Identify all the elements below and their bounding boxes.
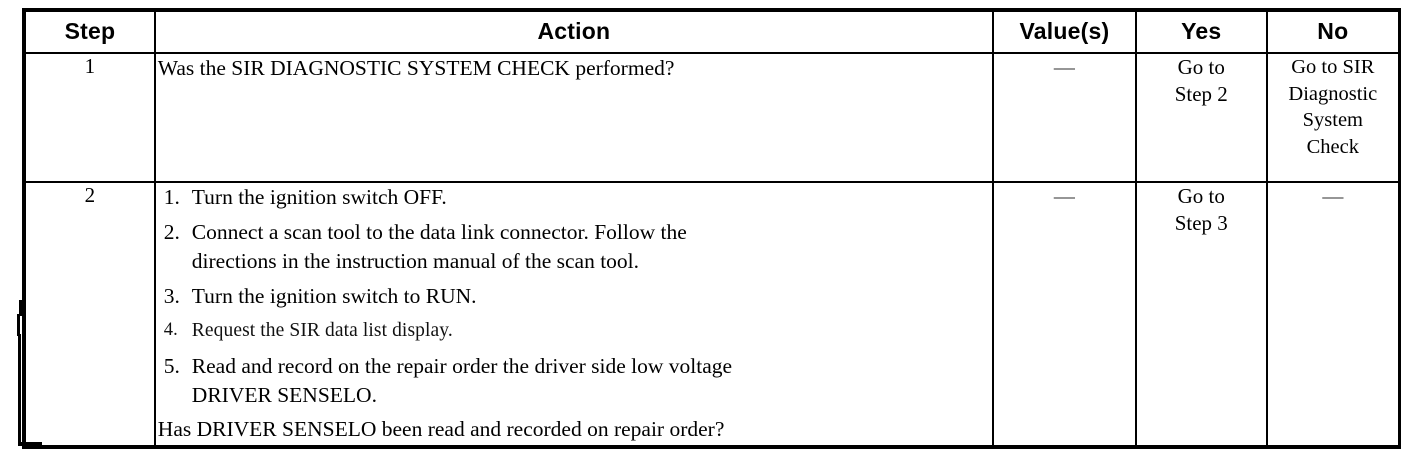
action-step-item: 4. Request the SIR data list display. <box>156 318 992 344</box>
action-step-item: 1. Turn the ignition switch OFF. <box>156 183 992 211</box>
action-step-item: 3. Turn the ignition switch to RUN. <box>156 282 992 310</box>
action-step-number: 2. <box>163 220 180 245</box>
value-dash: — <box>1053 184 1075 208</box>
action-step-number: 5. <box>163 354 180 379</box>
action-step-list: 1. Turn the ignition switch OFF. 2. Conn… <box>156 183 992 409</box>
table-header-row: Step Action Value(s) Yes No <box>22 8 1401 54</box>
action-question: Has DRIVER SENSELO been read and recorde… <box>157 416 725 441</box>
action-step-item: 2. Connect a scan tool to the data link … <box>156 218 992 275</box>
action-step-text: Request the SIR data list display. <box>191 319 453 341</box>
no-dash: — <box>1322 184 1344 208</box>
value-cell: — <box>991 52 1137 183</box>
action-step-number: 1. <box>163 185 180 209</box>
value-dash: — <box>1053 55 1075 79</box>
action-step-text-continued: directions in the instruction manual of … <box>191 248 640 273</box>
action-question: Was the SIR DIAGNOSTIC SYSTEM CHECK perf… <box>157 56 675 80</box>
column-header-step: Step <box>22 8 156 54</box>
action-step-number: 4. <box>163 319 178 340</box>
action-step-text: Read and record on the repair order the … <box>191 354 733 379</box>
action-step-text: Connect a scan tool to the data link con… <box>191 220 687 245</box>
action-step-text: Turn the ignition switch OFF. <box>191 185 447 209</box>
value-cell: — <box>991 181 1137 449</box>
column-header-no: No <box>1265 8 1401 54</box>
step-number-cell: 2 <box>22 181 156 449</box>
action-step-item: 5. Read and record on the repair order t… <box>156 352 992 409</box>
action-cell: 1. Turn the ignition switch OFF. 2. Conn… <box>153 181 994 449</box>
no-cell: — <box>1265 181 1401 449</box>
column-header-value: Value(s) <box>991 8 1137 54</box>
action-step-text: Turn the ignition switch to RUN. <box>191 284 477 309</box>
action-step-number: 3. <box>163 284 180 309</box>
table-row: 1 Was the SIR DIAGNOSTIC SYSTEM CHECK pe… <box>22 52 1401 183</box>
table-row: 2 1. Turn the ignition switch OFF. 2. Co… <box>22 181 1401 449</box>
action-step-text-continued: DRIVER SENSELO. <box>191 382 377 407</box>
column-header-action: Action <box>153 8 994 54</box>
step-number-cell: 1 <box>22 52 156 183</box>
action-cell: Was the SIR DIAGNOSTIC SYSTEM CHECK perf… <box>153 52 994 183</box>
diagnostic-table: Step Action Value(s) Yes No 1 Was the SI… <box>22 8 1401 449</box>
column-header-yes: Yes <box>1134 8 1268 54</box>
